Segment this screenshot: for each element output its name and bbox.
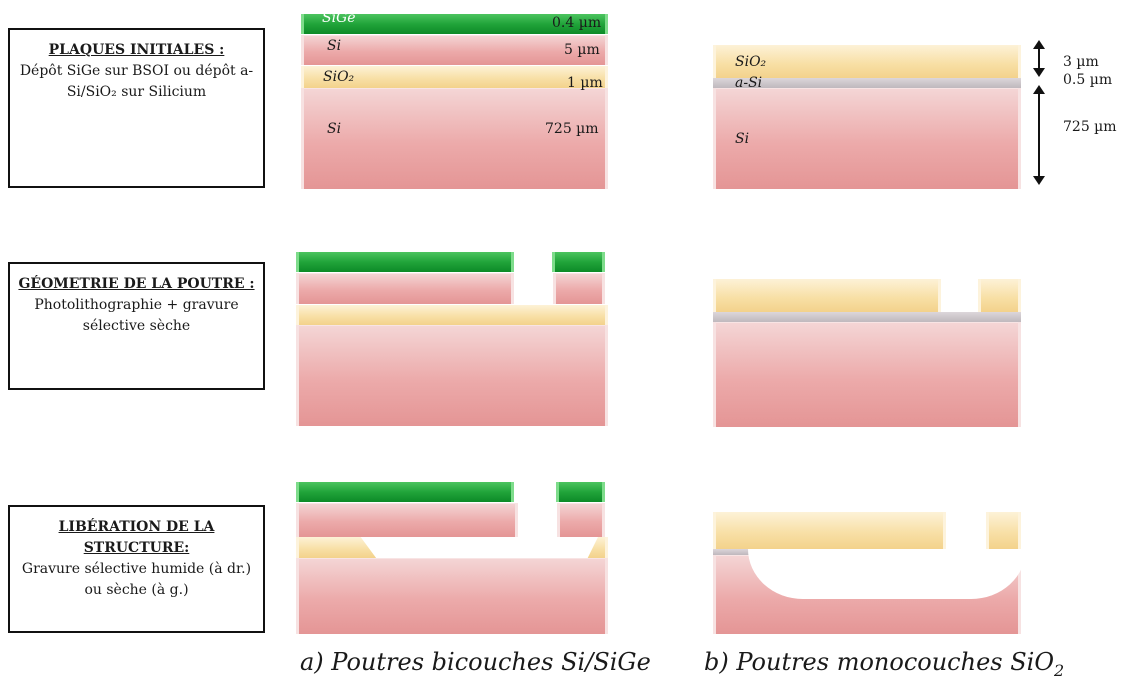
step-description: Photolithographie + gravure sélective sè… [34, 297, 239, 334]
layer-si-anchor [553, 273, 605, 304]
thickness-label-sige: 0.4 µm [552, 15, 602, 31]
layer-si-substrate [301, 88, 608, 189]
material-label-a-si: a-Si [735, 75, 763, 91]
layer-sige-anchor [556, 482, 605, 502]
layer-si-substrate [296, 558, 608, 634]
dimension-arrow-down-icon [1033, 68, 1045, 77]
step-description: Dépôt SiGe sur BSOI ou dépôt a-Si/SiO₂ s… [19, 63, 254, 100]
layer-sio2-box [296, 305, 608, 325]
step-description: Gravure sélective humide (à dr.) ou sèch… [21, 561, 252, 598]
layer-sio2-anchor [986, 512, 1021, 549]
caption-b-subscript: 2 [1054, 660, 1065, 680]
layer-a-si [713, 312, 1021, 322]
layer-sige-anchor [552, 252, 605, 272]
layer-sige [301, 14, 608, 34]
thickness-label-sio2: 3 µm [1063, 54, 1099, 70]
step-title: PLAQUES INITIALES : [48, 42, 225, 58]
layer-si-beam [296, 503, 518, 537]
caption-a: a) Poutres bicouches Si/SiGe [300, 648, 651, 676]
layer-sio2-beam [713, 512, 946, 549]
material-label-si-substrate: Si [327, 121, 342, 137]
dimension-arrow-up-icon [1033, 40, 1045, 49]
caption-b: b) Poutres monocouches SiO2 [704, 648, 1064, 680]
layer-sio2-box [301, 66, 608, 88]
thickness-label-a-si: 0.5 µm [1063, 72, 1113, 88]
layer-si-substrate [713, 88, 1021, 189]
etch-cavity [360, 537, 598, 558]
step-box-structure-release: LIBÉRATION DE LA STRUCTURE: Gravure séle… [8, 505, 265, 633]
layer-a-si [713, 78, 1021, 88]
thickness-label-sio2: 1 µm [567, 75, 603, 91]
layer-si-device [301, 35, 608, 65]
layer-si-substrate [296, 325, 608, 426]
thickness-label-si-device: 5 µm [564, 42, 600, 58]
dimension-line [1038, 48, 1040, 70]
caption-b-text: b) Poutres monocouches SiO [704, 648, 1055, 676]
layer-si-beam [296, 273, 514, 304]
layer-si-anchor [557, 503, 605, 537]
material-label-sio2: SiO₂ [735, 54, 767, 70]
etch-cavity [748, 549, 1026, 599]
material-label-sio2: SiO₂ [323, 69, 355, 85]
layer-sio2-anchor [978, 279, 1021, 312]
layer-sige-beam [296, 482, 514, 502]
layer-sige-beam [296, 252, 514, 272]
layer-sio2-beam [713, 279, 941, 312]
material-label-si-substrate: Si [735, 131, 750, 147]
dimension-arrow-up-icon [1033, 85, 1045, 94]
layer-si-substrate [713, 322, 1021, 427]
dimension-line [1038, 93, 1040, 177]
step-box-initial-wafers: PLAQUES INITIALES : Dépôt SiGe sur BSOI … [8, 28, 265, 188]
thickness-label-si-substrate: 725 µm [1063, 119, 1117, 135]
thickness-label-si-substrate: 725 µm [545, 121, 599, 137]
material-label-si-device: Si [327, 38, 342, 54]
material-label-sige: SiGe [322, 10, 356, 26]
step-title: LIBÉRATION DE LA STRUCTURE: [58, 519, 215, 556]
step-title: GÉOMETRIE DE LA POUTRE : [18, 276, 255, 292]
dimension-arrow-down-icon [1033, 176, 1045, 185]
step-box-beam-geometry: GÉOMETRIE DE LA POUTRE : Photolithograph… [8, 262, 265, 390]
layer-sio2 [713, 45, 1021, 78]
